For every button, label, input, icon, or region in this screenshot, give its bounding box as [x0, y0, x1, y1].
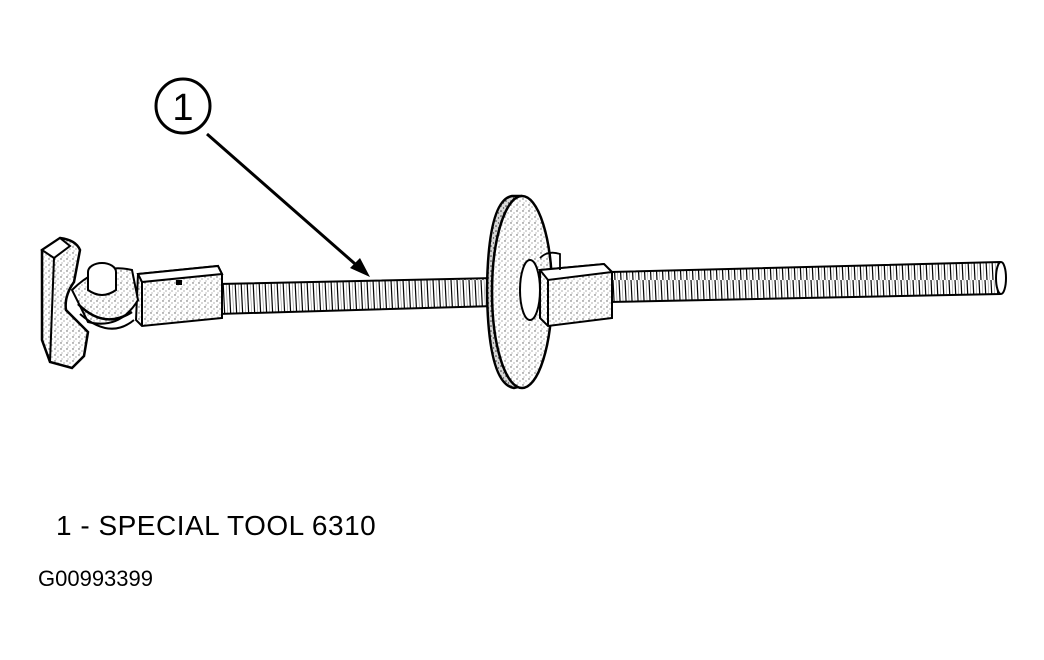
leader-arrow	[206, 132, 370, 277]
swivel-joint	[70, 262, 140, 330]
threaded-rod-right	[609, 260, 1007, 304]
puller-disc	[485, 194, 554, 390]
threaded-rod-left	[217, 276, 496, 316]
hook-foot	[40, 236, 90, 370]
legend-text: 1 - SPECIAL TOOL 6310	[56, 510, 377, 541]
callout-circle	[154, 77, 212, 135]
callout-number: 1	[172, 87, 193, 129]
special-tool-illustration: 1	[40, 77, 1007, 390]
coupling-nut	[134, 264, 224, 328]
callout-1: 1	[154, 77, 212, 135]
sleeve-nut	[538, 251, 615, 328]
figure-id: G00993399	[38, 566, 153, 591]
